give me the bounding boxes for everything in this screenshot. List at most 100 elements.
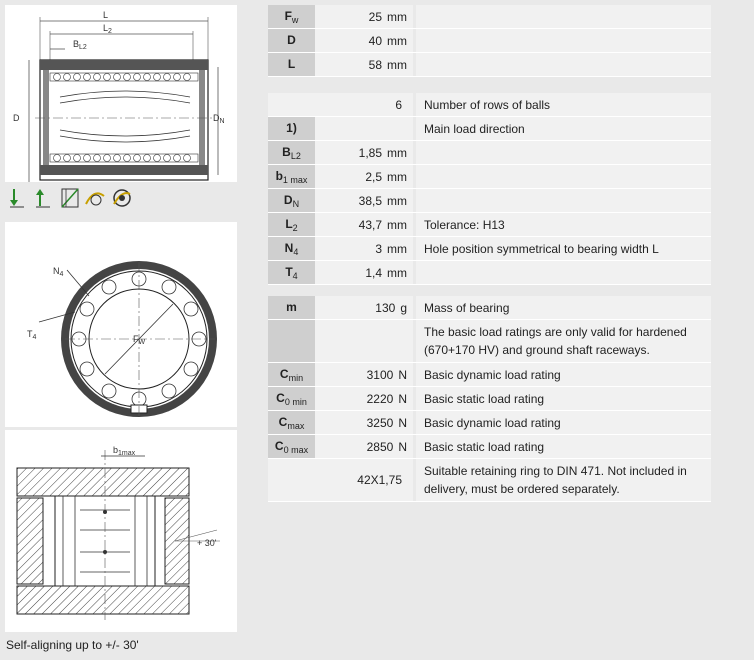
param-unit: mm xyxy=(387,241,407,256)
shaft-support-icon xyxy=(61,188,79,208)
svg-text:N4: N4 xyxy=(53,266,64,278)
dim-BL2-label: B xyxy=(73,39,79,49)
param-unit: N xyxy=(398,439,407,454)
param-value: 6 xyxy=(315,93,413,117)
param-symbol: b1 max xyxy=(268,164,315,189)
param-unit: mm xyxy=(387,193,407,208)
dim-L2-label: L xyxy=(103,23,108,33)
param-description xyxy=(416,28,711,53)
svg-text:FW: FW xyxy=(133,334,146,346)
svg-text:b1max: b1max xyxy=(113,445,136,457)
param-description: The basic load ratings are only valid fo… xyxy=(416,319,711,363)
param-description: Mass of bearing xyxy=(416,296,711,320)
param-description: Suitable retaining ring to DIN 471. Not … xyxy=(416,458,711,502)
param-symbol: m xyxy=(268,296,315,320)
dim-D-label: D xyxy=(13,113,20,123)
self-aligning-icon xyxy=(85,192,105,206)
param-description: Number of rows of balls xyxy=(416,93,711,117)
param-symbol: Cmin xyxy=(268,362,315,387)
param-symbol: T4 xyxy=(268,260,315,285)
param-description: Tolerance: H13 xyxy=(416,212,711,237)
param-description: Basic static load rating xyxy=(416,434,711,459)
param-value xyxy=(315,116,413,141)
param-description: Basic dynamic load rating xyxy=(416,410,711,435)
param-unit: g xyxy=(400,300,407,315)
seal-icon xyxy=(113,189,131,207)
param-symbol: BL2 xyxy=(268,140,315,165)
param-unit: N xyxy=(398,391,407,406)
bearing-cross-section-drawing: L L2 BL2 D DN xyxy=(5,5,237,183)
param-value: 42X1,75 xyxy=(315,458,413,502)
dim-L-label: L xyxy=(103,10,108,20)
bearing-front-view-drawing: FW N4 T4 xyxy=(5,222,237,427)
param-symbol: L xyxy=(268,52,315,77)
param-unit: N xyxy=(398,415,407,430)
load-down-icon xyxy=(10,189,24,208)
param-unit: mm xyxy=(387,169,407,184)
param-unit: mm xyxy=(387,9,407,24)
dim-DN-label: D xyxy=(213,113,220,123)
self-aligning-caption: Self-aligning up to +/- 30' xyxy=(6,638,139,652)
svg-text:L2: L2 xyxy=(103,23,112,35)
property-icons xyxy=(10,186,140,210)
param-description xyxy=(416,140,711,165)
dim-b1max-label: b xyxy=(113,445,118,455)
self-aligning-section-drawing: b1max + 30' xyxy=(5,430,237,632)
param-symbol: C0 min xyxy=(268,386,315,411)
param-unit: N xyxy=(398,367,407,382)
param-symbol: Fw xyxy=(268,5,315,29)
svg-text:BL2: BL2 xyxy=(73,39,87,51)
param-description: Basic dynamic load rating xyxy=(416,362,711,387)
param-description xyxy=(416,164,711,189)
param-symbol: D xyxy=(268,28,315,53)
param-symbol: C0 max xyxy=(268,434,315,459)
param-description: Hole position symmetrical to bearing wid… xyxy=(416,236,711,261)
table-row: The basic load ratings are only valid fo… xyxy=(268,319,711,363)
param-description: Basic static load rating xyxy=(416,386,711,411)
param-symbol xyxy=(268,319,315,363)
param-unit: mm xyxy=(387,33,407,48)
param-description xyxy=(416,188,711,213)
param-description xyxy=(416,52,711,77)
param-symbol xyxy=(268,458,315,502)
dim-Fw-label: F xyxy=(133,334,139,344)
param-unit: mm xyxy=(387,217,407,232)
param-symbol: L2 xyxy=(268,212,315,237)
param-symbol: 1) xyxy=(268,116,315,141)
table-row: 1)Main load direction xyxy=(268,116,711,141)
param-symbol xyxy=(268,93,315,117)
dim-N4-label: N xyxy=(53,266,60,276)
param-symbol: Cmax xyxy=(268,410,315,435)
svg-text:T4: T4 xyxy=(27,329,37,341)
param-unit: mm xyxy=(387,265,407,280)
param-value xyxy=(315,319,413,363)
angle-label: + 30' xyxy=(197,538,217,548)
